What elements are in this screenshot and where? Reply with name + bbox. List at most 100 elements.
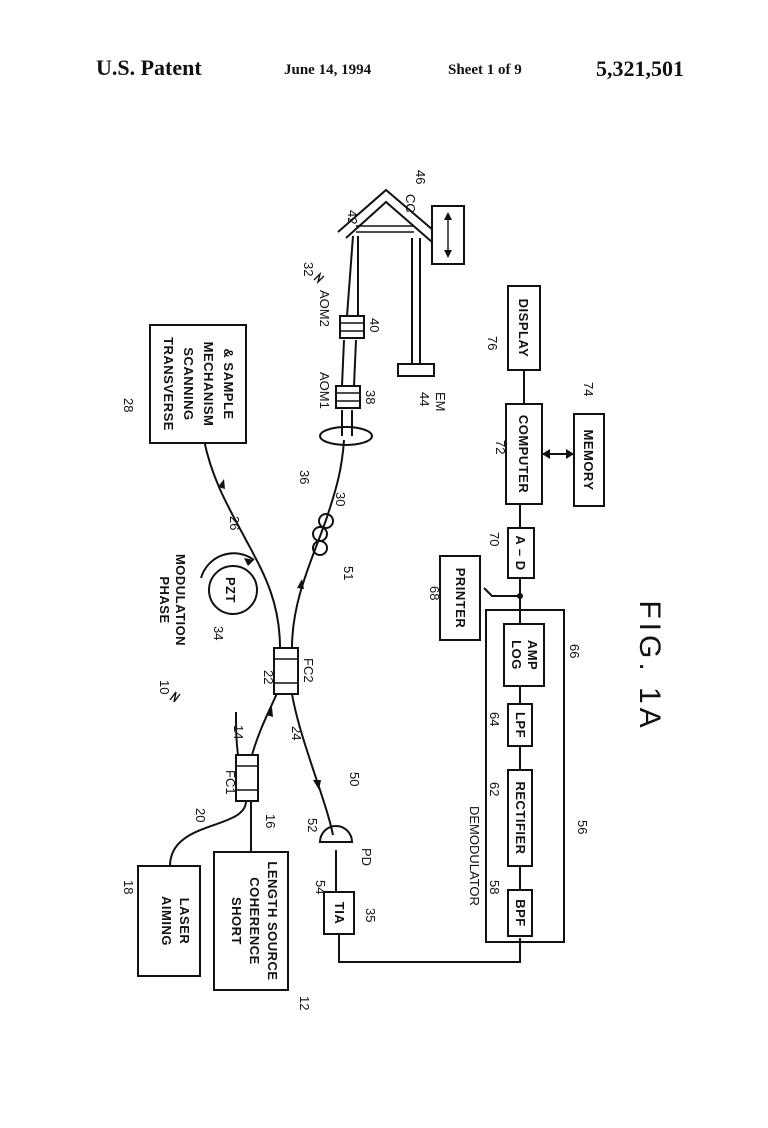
rectifier-block: RECTIFIER 62 <box>487 769 533 867</box>
stage-ref: 46 <box>413 170 428 184</box>
memory-block: MEMORY 74 <box>573 382 605 507</box>
log-amp-label-1: LOG <box>509 640 524 670</box>
cc-ref: 42 <box>345 210 360 224</box>
fiber-30 <box>291 439 345 649</box>
tia: TIA 35 <box>323 891 378 935</box>
aiming-laser-ref: 18 <box>121 880 136 894</box>
log-amp-ref: 66 <box>567 644 582 658</box>
demodulator-label: DEMODULATOR <box>467 806 482 906</box>
transverse-scanning-block: TRANSVERSE SCANNING MECHANISM & SAMPLE 2… <box>121 324 247 444</box>
pc-ref: 51 <box>341 566 356 580</box>
fc2-ref: 22 <box>261 670 276 684</box>
aom2: AOM2 40 <box>317 290 382 339</box>
memory-ref: 74 <box>581 382 596 396</box>
tia-in-ref: 54 <box>313 880 328 894</box>
fc1-ref: 14 <box>231 725 246 739</box>
source-label-1: SHORT <box>229 897 244 945</box>
phase-label-2: MODULATION <box>173 554 188 646</box>
fiber-20 <box>169 800 247 867</box>
fc1-coupler: FC1 14 <box>223 725 259 802</box>
header-patent-number: 5,321,501 <box>596 56 684 81</box>
lens: 36 <box>297 426 373 484</box>
log-amp-block: LOG AMP 66 <box>503 623 582 687</box>
computer-block: COMPUTER 72 <box>493 403 543 505</box>
fiber-20-ref: 20 <box>193 808 208 822</box>
fc2-coupler: 22 FC2 <box>261 647 316 695</box>
printer-ref: 68 <box>427 586 442 600</box>
pd-label: PD <box>359 848 374 866</box>
aom2-ref: 40 <box>367 318 382 332</box>
computer-ref: 72 <box>493 440 508 454</box>
scan-label-4: & SAMPLE <box>221 348 236 419</box>
end-mirror: 44 EM <box>397 363 448 412</box>
printer-block: PRINTER 68 <box>427 555 481 641</box>
header-date: June 14, 1994 <box>284 62 372 78</box>
wire-tia-bpf <box>338 934 521 963</box>
fiber-50 <box>291 693 334 836</box>
fiber-16-ref: 16 <box>263 814 278 828</box>
tia-label: TIA <box>332 902 347 925</box>
fiber-50-ref: 50 <box>347 772 362 786</box>
polarization-controller: 51 <box>312 513 356 580</box>
lens-ref: 36 <box>297 470 312 484</box>
display-ref: 76 <box>485 336 500 350</box>
source-label-3: LENGTH SOURCE <box>265 861 280 980</box>
fiber-14-stub <box>235 711 239 756</box>
scan-ref: 28 <box>121 398 136 412</box>
a-d-block: A – D 70 <box>487 527 535 579</box>
rectifier-label: RECTIFIER <box>513 781 528 854</box>
system-arrow <box>169 691 181 703</box>
log-amp-label-2: AMP <box>525 640 540 670</box>
source-label-2: COHERENCE <box>247 877 262 965</box>
fiber-26-ref: 26 <box>227 516 242 530</box>
aom2-label: AOM2 <box>317 290 332 327</box>
lpf-label: LPF <box>513 712 528 738</box>
pzt-label: PZT <box>223 577 238 603</box>
em-ref: 44 <box>417 392 432 406</box>
computer-label: COMPUTER <box>516 415 531 494</box>
scan-label-1: TRANSVERSE <box>161 337 176 431</box>
phase-label-1: PHASE <box>157 576 172 623</box>
tia-ref: 35 <box>363 908 378 922</box>
fiber-30-ref: 30 <box>333 492 348 506</box>
fc2-label: FC2 <box>301 658 316 683</box>
header-sheet: Sheet 1 of 9 <box>448 62 522 78</box>
memory-label: MEMORY <box>581 429 596 490</box>
aiming-laser-label-1: AIMING <box>159 896 174 946</box>
printer-label: PRINTER <box>453 568 468 629</box>
scan-label-3: MECHANISM <box>201 342 216 427</box>
aom1: AOM1 38 <box>317 372 378 409</box>
display-block: DISPLAY 76 <box>485 285 541 371</box>
figure-caption: FIG. 1A <box>633 600 666 731</box>
a-d-label: A – D <box>513 535 528 570</box>
lpf-block: LPF 64 <box>487 703 533 747</box>
demodulator-frame <box>485 609 565 943</box>
corner-cube: CC 42 <box>337 188 441 243</box>
demodulator-ref: 56 <box>575 820 590 834</box>
bpf-ref: 58 <box>487 880 502 894</box>
lpf-ref: 64 <box>487 712 502 726</box>
pzt-ref: 34 <box>211 626 226 640</box>
source-ref: 12 <box>297 996 312 1010</box>
pzt-modulator: PZT PHASE MODULATION 34 <box>157 552 258 646</box>
bpf-block: BPF 58 <box>487 880 533 937</box>
fiber-26 <box>203 439 281 649</box>
beam-aom2-cc <box>346 235 354 317</box>
em-label: EM <box>433 392 448 412</box>
short-coherence-source-block: SHORT COHERENCE LENGTH SOURCE 12 <box>213 851 312 1010</box>
aom1-ref: 38 <box>363 390 378 404</box>
header-us-patent: U.S. Patent <box>96 55 202 80</box>
fc1-label: FC1 <box>223 770 238 795</box>
rectifier-ref: 62 <box>487 782 502 796</box>
system-ref: 10 <box>157 680 172 694</box>
bpf-label: BPF <box>513 899 528 927</box>
translation-stage: 46 <box>413 170 465 265</box>
aiming-laser-block: AIMING LASER 18 <box>121 865 201 977</box>
cc-label: CC <box>403 194 418 213</box>
aom1-label: AOM1 <box>317 372 332 409</box>
display-label: DISPLAY <box>516 299 531 358</box>
aiming-laser-label-2: LASER <box>177 898 192 945</box>
pd-ref: 52 <box>305 818 320 832</box>
